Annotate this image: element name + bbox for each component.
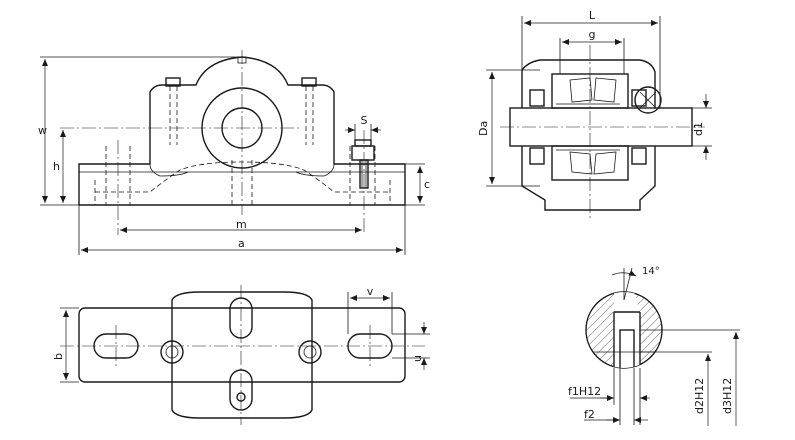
label-angle: 14°: [642, 266, 660, 277]
label-b: b: [52, 353, 65, 360]
label-L: L: [589, 9, 596, 22]
label-h: h: [53, 160, 60, 173]
label-d3: d3H12: [721, 378, 734, 414]
base-plate-outline: [78, 307, 406, 383]
label-w: w: [38, 124, 47, 137]
housing-upper-section: [521, 59, 656, 108]
fillet-right: [295, 163, 335, 177]
label-f2: f2: [584, 408, 595, 421]
top-view: b v u: [52, 285, 430, 425]
front-view: w h m a S c: [38, 50, 430, 255]
label-d2: d2H12: [693, 378, 706, 414]
hidden-feet: [94, 180, 391, 205]
hidden-cap-bolts: [169, 86, 314, 145]
label-u: u: [411, 355, 424, 362]
end-cap-circle: [634, 86, 662, 114]
detail-view: 14° f1H12 f2 d2H12 d3H12: [568, 266, 740, 426]
label-f1: f1H12: [568, 385, 601, 398]
nut-right: [298, 340, 322, 364]
label-s: S: [361, 114, 368, 127]
housing-lower-section: [521, 146, 656, 211]
section-view: L g Da d1: [477, 9, 712, 220]
hidden-bolt-hole-right: [349, 146, 376, 205]
nut-left: [160, 340, 184, 364]
fillet-left: [149, 163, 189, 177]
hidden-bolt-hole-left: [105, 146, 131, 205]
label-Da: Da: [477, 121, 490, 136]
label-d1: d1: [692, 122, 705, 136]
center-housing-top: [171, 291, 313, 419]
hidden-base-cavity: [95, 161, 390, 193]
label-c: c: [424, 178, 430, 191]
cap-bolt-right: [301, 77, 317, 87]
label-m: m: [236, 218, 247, 231]
cap-bolt-left: [165, 77, 181, 87]
label-a: a: [238, 237, 245, 250]
label-v: v: [367, 285, 374, 298]
label-g: g: [589, 28, 596, 41]
